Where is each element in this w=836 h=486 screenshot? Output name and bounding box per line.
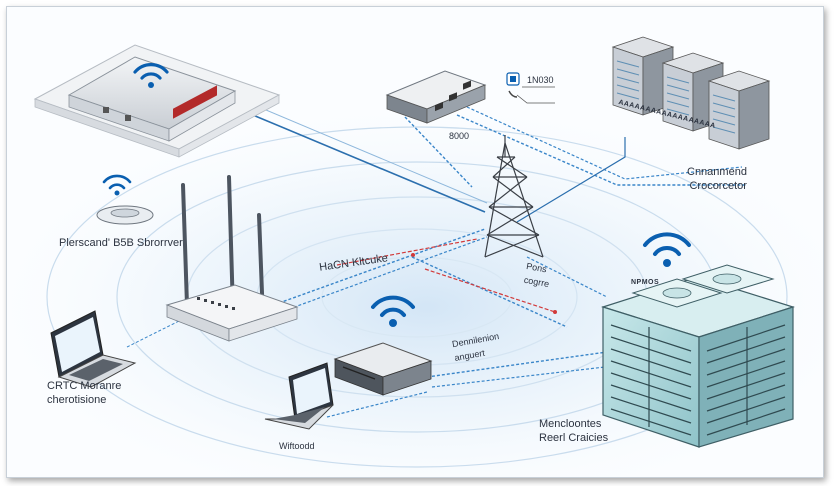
laptop-icon[interactable]: [50, 310, 137, 388]
server-rack-icon[interactable]: [601, 264, 795, 448]
network-scene: [7, 36, 823, 477]
laptop-icon[interactable]: [264, 362, 334, 430]
bottom-laptop-label: Wiftoodd: [279, 441, 315, 451]
wifi-icon: [371, 295, 415, 327]
laptop-left-line-1: CRTC Moranre: [47, 380, 122, 392]
top-router-label: 8000: [449, 131, 470, 141]
servers-label-line-1: Mencloontes: [539, 418, 602, 430]
satellite-label: Plerscand' B5B Sbrorrver: [59, 237, 183, 249]
laptop-left-line-2: cherotisione: [47, 394, 107, 406]
router-icon[interactable]: [165, 175, 299, 342]
server-top-tag: NPMOS: [631, 279, 660, 286]
connection-links: [126, 86, 747, 418]
tower-icon: [484, 135, 544, 258]
wifi-icon: [133, 63, 169, 88]
top-router-icon[interactable]: [385, 70, 487, 124]
laptop-left-label: CRTC Moranre cherotisione: [47, 379, 121, 407]
tower-label: Pons cogrre: [523, 259, 553, 291]
servers-label-line-2: Reerl Craicies: [539, 432, 609, 444]
satellite-dish-icon[interactable]: [96, 205, 154, 225]
connection-label-line-1: Cnnanmend: [687, 166, 747, 178]
ceiling-access-point[interactable]: [33, 44, 281, 158]
phone-icon[interactable]: [506, 72, 520, 98]
connection-label: Cnnanmend Crocorcetor: [687, 165, 747, 193]
diagram-frame: 8000 1N030 AAAAAAAAAAAAAAAAAA Cnnanmend …: [6, 6, 824, 478]
wifi-icon: [643, 232, 691, 267]
server-rack-icon[interactable]: [611, 36, 771, 150]
connection-label-line-2: Crocorcetor: [689, 180, 747, 192]
phone-label: 1N030: [527, 75, 554, 85]
switch-icon[interactable]: [333, 342, 433, 396]
servers-label: Mencloontes Reerl Craicies: [539, 417, 608, 445]
wifi-icon: [102, 174, 132, 196]
